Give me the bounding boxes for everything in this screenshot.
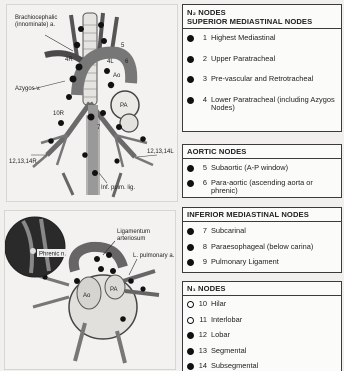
- legend-item-8: 8 Paraesophageal (below carina): [183, 243, 341, 252]
- inferior-mediastinal-title: INFERIOR MEDIASTINAL NODES: [183, 208, 341, 222]
- label-arteriosum: arteriosum: [117, 236, 145, 242]
- station-number: 6: [194, 179, 207, 188]
- station-label: Subsegmental: [211, 362, 339, 371]
- station-number: 8: [194, 243, 207, 252]
- legend-item-5: 5 Subaortic (A-P window): [183, 164, 341, 173]
- label-azygos: Azygos v.: [15, 86, 41, 92]
- station-label: Paraesophageal (below carina): [211, 243, 339, 252]
- filled-node-icon: [187, 97, 194, 104]
- legend-item-2: 2 Upper Paratracheal: [183, 55, 341, 64]
- lymph-node-legend: N₂ NODES SUPERIOR MEDIASTINAL NODES 1 Hi…: [182, 2, 342, 371]
- station-label: Highest Mediastinal: [211, 34, 339, 43]
- station-number: 5: [194, 164, 207, 173]
- mediastinum-diagram-bottom: Phrenic n. Ligamentum arteriosum L. pulm…: [4, 210, 176, 370]
- legend-item-12: 12 Lobar: [183, 331, 341, 340]
- station-label: Hilar: [211, 300, 339, 309]
- station-label: Segmental: [211, 347, 339, 356]
- filled-node-icon: [187, 348, 194, 355]
- filled-node-icon: [187, 363, 194, 370]
- label-pulmonary-artery: PA: [120, 103, 128, 109]
- label-5: 5: [121, 43, 125, 49]
- aortic-nodes-title: AORTIC NODES: [183, 145, 341, 159]
- station-label: Lower Paratracheal (including Azygos Nod…: [211, 96, 339, 113]
- station-number: 13: [194, 347, 207, 356]
- label-ao-bottom: Ao: [83, 293, 91, 299]
- label-ligamentum: Ligamentum: [117, 229, 150, 235]
- label-phrenic: Phrenic n.: [39, 252, 66, 258]
- legend-item-4: 4 Lower Paratracheal (including Azygos N…: [183, 96, 341, 113]
- station-number: 7: [194, 227, 207, 236]
- pulmonary-vein: [120, 114, 138, 132]
- filled-node-icon: [187, 228, 194, 235]
- station-number: 11: [194, 316, 207, 325]
- mediastinum-anatomy-drawing: Brachiocephalic (innominate) a. Azygos v…: [7, 5, 178, 202]
- label-pa-bottom: PA: [110, 287, 118, 293]
- legend-item-13: 13 Segmental: [183, 347, 341, 356]
- label-brachiocephalic: Brachiocephalic: [15, 15, 57, 21]
- label-left-numbers: 12,13,14R: [9, 159, 37, 165]
- filled-node-icon: [187, 180, 194, 187]
- station-number: 3: [194, 75, 207, 84]
- station-number: 9: [194, 258, 207, 267]
- label-4r: 4R: [65, 57, 73, 63]
- left-pulmonary-artery: [123, 271, 159, 295]
- filled-node-icon: [187, 165, 194, 172]
- open-node-icon: [187, 317, 194, 324]
- n1-nodes-box: N₁ NODES 10 Hilar 11 Interlobar 12 Lobar…: [182, 281, 342, 371]
- station-label: Interlobar: [211, 316, 339, 325]
- legend-item-11: 11 Interlobar: [183, 316, 341, 325]
- station-number: 1: [194, 34, 207, 43]
- station-number: 4: [194, 96, 207, 105]
- inset-phrenic-detail: [5, 217, 65, 277]
- filled-node-icon: [187, 332, 194, 339]
- superior-mediastinal-title: SUPERIOR MEDIASTINAL NODES: [187, 17, 312, 26]
- legend-item-1: 1 Highest Mediastinal: [183, 34, 341, 43]
- legend-item-3: 3 Pre-vascular and Retrotracheal: [183, 75, 341, 84]
- right-pulmonary-branches: [33, 275, 69, 307]
- filled-node-icon: [187, 56, 194, 63]
- mediastinum-diagram-top: Brachiocephalic (innominate) a. Azygos v…: [6, 4, 178, 202]
- station-label: Pre-vascular and Retrotracheal: [211, 75, 339, 84]
- filled-node-icon: [187, 35, 194, 42]
- station-label: Upper Paratracheal: [211, 55, 339, 64]
- station-label: Subcarinal: [211, 227, 339, 236]
- station-label: Subaortic (A-P window): [211, 164, 339, 173]
- n2-header: N₂ NODES SUPERIOR MEDIASTINAL NODES: [183, 5, 341, 29]
- inset-node: [30, 248, 36, 254]
- filled-node-icon: [187, 76, 194, 83]
- station-number: 12: [194, 331, 207, 340]
- station-number: 10: [194, 300, 207, 309]
- label-10r: 10R: [53, 111, 65, 117]
- station-label: Pulmonary Ligament: [211, 258, 339, 267]
- n2-nodes-box: N₂ NODES SUPERIOR MEDIASTINAL NODES 1 Hi…: [182, 4, 342, 132]
- legend-item-7: 7 Subcarinal: [183, 227, 341, 236]
- station-number: 14: [194, 362, 207, 371]
- legend-item-6: 6 Para-aortic (ascending aorta or phreni…: [183, 179, 341, 196]
- label-7: 7: [97, 125, 101, 131]
- legend-item-10: 10 Hilar: [183, 300, 341, 309]
- label-inf-pulm-lig: Inf. pulm. lig.: [101, 185, 135, 191]
- n2-title: N₂ NODES: [187, 8, 226, 17]
- aortic-nodes-box: AORTIC NODES 5 Subaortic (A-P window) 6 …: [182, 144, 342, 198]
- label-innominate: (innominate) a.: [15, 22, 55, 28]
- station-label: Lobar: [211, 331, 339, 340]
- label-right-numbers: 12,13,14L: [147, 149, 174, 155]
- label-aorta: Ao: [113, 73, 121, 79]
- filled-node-icon: [187, 259, 194, 266]
- label-4l: 4L: [107, 59, 114, 65]
- inferior-mediastinal-box: INFERIOR MEDIASTINAL NODES 7 Subcarinal …: [182, 207, 342, 273]
- label-l-pulmonary: L. pulmonary a.: [133, 253, 175, 259]
- station-label: Para-aortic (ascending aorta or phrenic): [211, 179, 339, 196]
- legend-item-14: 14 Subsegmental: [183, 362, 341, 371]
- open-node-icon: [187, 301, 194, 308]
- n1-nodes-title: N₁ NODES: [183, 282, 341, 296]
- legend-item-9: 9 Pulmonary Ligament: [183, 258, 341, 267]
- filled-node-icon: [187, 244, 194, 251]
- station-number: 2: [194, 55, 207, 64]
- lateral-view-drawing: Phrenic n. Ligamentum arteriosum L. pulm…: [5, 211, 176, 370]
